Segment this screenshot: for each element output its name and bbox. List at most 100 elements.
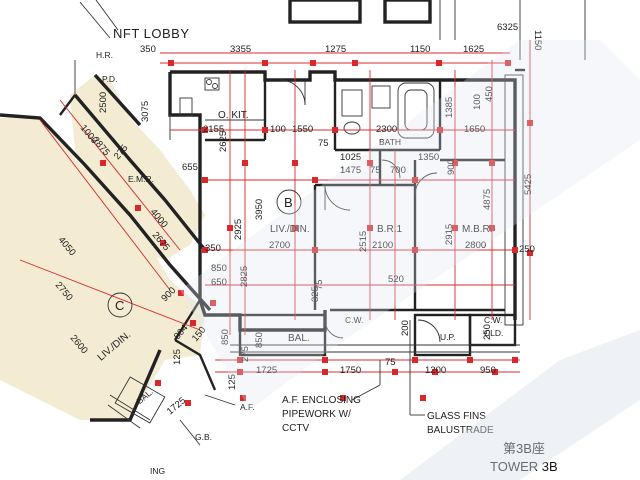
af-enclosing-note: A.F. ENCLOSING PIPEWORK W/ CCTV (282, 360, 381, 434)
svg-text:950: 950 (480, 365, 496, 376)
watermark-band (180, 40, 640, 480)
svg-text:325: 325 (310, 286, 321, 302)
dimension-lines (19, 40, 531, 373)
svg-text:2500: 2500 (98, 92, 109, 113)
svg-text:700: 700 (390, 165, 406, 176)
bath-label: BATH (379, 137, 401, 147)
unit-b-walls (168, 68, 525, 357)
kitchen-fixtures (179, 77, 265, 121)
tower-label-en: TOWER 3B (490, 459, 558, 474)
svg-text:2925: 2925 (233, 219, 244, 240)
cw-label-2: C.W. (484, 315, 502, 325)
svg-text:2100: 2100 (372, 240, 393, 251)
svg-text:1725: 1725 (256, 365, 277, 376)
svg-text:350: 350 (140, 44, 156, 55)
svg-text:275: 275 (240, 346, 251, 362)
unit-c-walls (0, 60, 217, 429)
svg-text:100: 100 (270, 124, 286, 135)
svg-text:5425: 5425 (523, 174, 534, 195)
svg-text:1200: 1200 (425, 365, 446, 376)
living-label: LIV./DIN. (270, 224, 310, 235)
unit-mark-b: B (276, 189, 302, 215)
svg-text:250: 250 (482, 324, 493, 340)
cw-label-1: C.W. (345, 315, 363, 325)
svg-text:1725: 1725 (165, 395, 188, 417)
svg-text:4875: 4875 (482, 189, 493, 210)
svg-text:2625: 2625 (218, 131, 229, 152)
svg-text:125: 125 (172, 349, 183, 365)
svg-text:PIPEWORK W/: PIPEWORK W/ (282, 409, 351, 420)
gb-bottom-text: ING (150, 466, 165, 476)
svg-text:75: 75 (370, 165, 381, 176)
svg-text:350: 350 (205, 243, 221, 254)
svg-text:1650: 1650 (464, 124, 485, 135)
svg-text:850: 850 (211, 263, 227, 274)
hr-label: H.R. (96, 50, 113, 60)
up-label: U.P. (440, 332, 455, 342)
svg-text:A.F. ENCLOSING: A.F. ENCLOSING (282, 395, 361, 406)
cld-label: CLD. (484, 328, 503, 338)
svg-text:B: B (284, 195, 293, 210)
svg-text:125: 125 (227, 374, 238, 390)
svg-text:2800: 2800 (465, 240, 486, 251)
svg-text:3355: 3355 (230, 44, 251, 55)
kitchen-label: O. KIT. (218, 110, 249, 121)
lift-lobby-label: NFT LOBBY (113, 26, 190, 41)
gb-label: G.B. (195, 432, 212, 442)
svg-text:BALUSTRADE: BALUSTRADE (427, 425, 494, 436)
svg-text:520: 520 (388, 274, 404, 285)
svg-text:C: C (115, 298, 125, 313)
top-dimensions: 350 3355 1275 1150 1625 6325 1150 (140, 22, 543, 55)
svg-text:75: 75 (385, 357, 396, 368)
doors (279, 79, 441, 343)
svg-text:1150: 1150 (410, 44, 430, 55)
svg-text:850: 850 (254, 332, 265, 348)
svg-text:75: 75 (314, 279, 325, 290)
svg-text:650: 650 (211, 277, 227, 288)
svg-text:250: 250 (519, 244, 535, 255)
unit-mark-c: C (107, 292, 133, 318)
br1-label: B.R.1 (377, 224, 402, 235)
top-structures (79, 0, 586, 60)
svg-text:900: 900 (446, 159, 457, 175)
svg-text:1150: 1150 (532, 30, 543, 50)
svg-text:100: 100 (472, 94, 483, 110)
svg-text:2515: 2515 (358, 231, 369, 252)
tower-label-cn: 第3B座 (503, 441, 545, 456)
svg-text:GLASS FINS: GLASS FINS (427, 411, 486, 422)
svg-text:千居: 千居 (42, 436, 68, 451)
svg-text:2700: 2700 (269, 240, 290, 251)
svg-text:2300: 2300 (376, 124, 397, 135)
svg-text:200: 200 (400, 320, 411, 336)
svg-text:3075: 3075 (140, 101, 151, 122)
af-label: A.F. (240, 402, 255, 412)
svg-text:2155: 2155 (203, 124, 224, 135)
brand-watermark: 千居 SPACIOUS.HK (19, 435, 104, 466)
pd-label: P.D. (102, 74, 117, 84)
svg-text:SPACIOUS.HK: SPACIOUS.HK (20, 453, 104, 466)
svg-text:850: 850 (220, 329, 231, 345)
svg-text:1550: 1550 (292, 124, 313, 135)
mbr-label: M.B.R. (462, 224, 493, 235)
svg-text:2825: 2825 (239, 266, 250, 287)
svg-text:1475: 1475 (340, 165, 361, 176)
bal-label: BAL. (288, 333, 310, 344)
svg-text:1350: 1350 (418, 152, 439, 163)
svg-text:2915: 2915 (444, 224, 455, 245)
svg-text:75: 75 (318, 138, 329, 149)
svg-text:655: 655 (182, 162, 198, 173)
emr-label: E.M.R. (128, 174, 154, 184)
glass-fins-note: GLASS FINS BALUSTRADE (409, 320, 494, 436)
svg-text:1750: 1750 (340, 365, 361, 376)
svg-text:3950: 3950 (254, 199, 265, 220)
interior-dimensions: 2155 100 1550 2300 1650 655 2625 75 1025… (182, 86, 535, 290)
svg-text:1025: 1025 (340, 152, 361, 163)
dimension-markers (100, 60, 533, 406)
svg-text:CCTV: CCTV (282, 423, 310, 434)
svg-text:1275: 1275 (325, 44, 346, 55)
svg-text:1385: 1385 (444, 97, 455, 118)
bathroom-fixtures (341, 82, 435, 139)
gb-leader (179, 394, 236, 446)
svg-text:1625: 1625 (463, 44, 484, 55)
